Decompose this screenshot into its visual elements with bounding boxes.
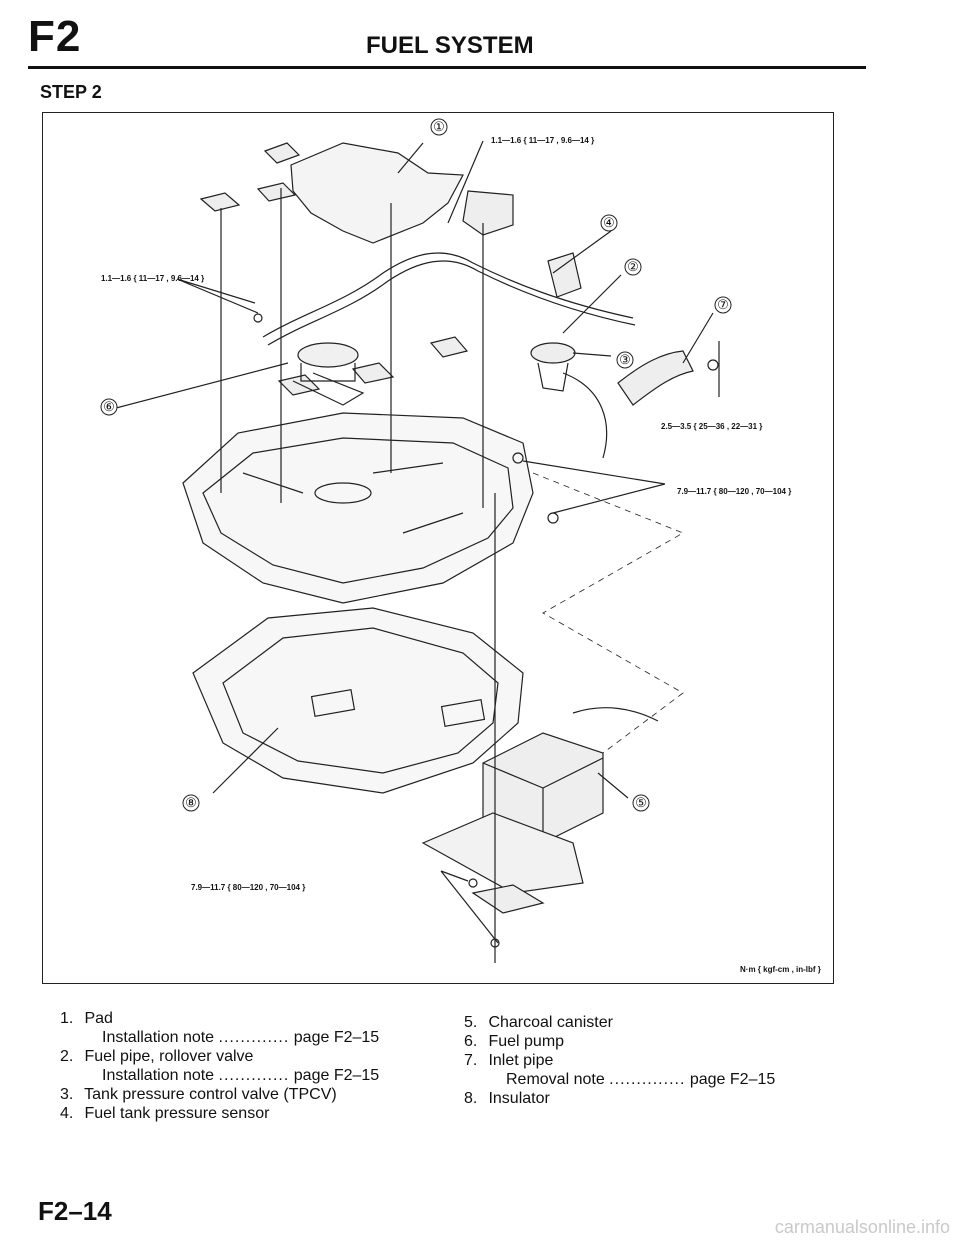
list-item: 2. Fuel pipe, rollover valve (60, 1048, 254, 1065)
torque-label-tank: 7.9—11.7 { 80—120 , 70—104 } (677, 487, 791, 496)
torque-label-bracket: 7.9—11.7 { 80—120 , 70—104 } (191, 883, 305, 892)
section-code: F2 (28, 12, 82, 61)
bolt-drawing (512, 452, 524, 464)
pressure-sensor-drawing (547, 252, 582, 298)
small-pad-drawing (199, 192, 241, 212)
callout-6 (100, 398, 118, 416)
tpcv-drawing (530, 342, 576, 364)
list-item: 4. Fuel tank pressure sensor (60, 1105, 270, 1122)
pad-drawing (290, 142, 464, 244)
torque-label-inlet: 2.5—3.5 { 25—36 , 22—31 } (661, 422, 762, 431)
bracket-drawing (471, 884, 545, 914)
header-rule (28, 66, 866, 69)
list-item: 1. Pad (60, 1010, 113, 1027)
callout-2-label: ② (627, 259, 639, 274)
small-pad-drawing (256, 182, 297, 202)
list-item: 8. Insulator (464, 1090, 550, 1107)
inlet-pipe-drawing (617, 350, 694, 406)
fuel-pipe-drawing (267, 260, 636, 346)
parts-list-left: 1. Pad Installation note ............. p… (60, 1009, 379, 1123)
callout-2 (624, 258, 642, 276)
callout-8 (182, 794, 200, 812)
small-pad-drawing (429, 336, 469, 358)
watermark: carmanualsonline.info (774, 1217, 950, 1237)
bolt-drawing (490, 938, 500, 948)
bolt-drawing (468, 878, 478, 888)
callout-3 (616, 351, 634, 369)
exploded-view-drawing: ① ② ③ ④ ⑤ ⑥ ⑦ ⑧ 1.1—1.6 { 11—17 , 9.6—14… (100, 118, 821, 974)
callout-7 (714, 296, 732, 314)
callout-6-label: ⑥ (103, 399, 115, 414)
small-pad-drawing (263, 142, 301, 164)
callout-1-label: ① (433, 119, 445, 134)
units-label: N·m { kgf-cm , in-lbf } (740, 965, 821, 974)
fuel-pipe-drawing (262, 252, 634, 338)
callout-5-label: ⑤ (635, 795, 647, 810)
small-pad-drawing (277, 374, 321, 396)
torque-label-top: 1.1—1.6 { 11—17 , 9.6—14 } (491, 136, 594, 145)
parts-list-right: 5. Charcoal canister 6. Fuel pump 7. Inl… (464, 1013, 775, 1108)
fuel-tank-drawing (182, 412, 534, 604)
callout-1 (430, 118, 448, 136)
exploded-view-figure: ① ② ③ ④ ⑤ ⑥ ⑦ ⑧ 1.1—1.6 { 11—17 , 9.6—14… (42, 112, 834, 984)
small-pad-drawing (462, 190, 514, 236)
bolt-drawing (707, 359, 719, 371)
callout-5 (632, 794, 650, 812)
small-pad-drawing (351, 362, 395, 384)
list-item-note: Removal note .............. page F2–15 (506, 1071, 776, 1088)
list-item: 6. Fuel pump (464, 1033, 565, 1050)
section-title: FUEL SYSTEM (366, 32, 534, 59)
callout-4-label: ④ (603, 215, 615, 230)
callout-7-label: ⑦ (717, 297, 729, 312)
callout-4 (600, 214, 618, 232)
bolt-drawing (547, 512, 559, 524)
callout-8-label: ⑧ (185, 795, 197, 810)
insulator-drawing (192, 607, 524, 794)
list-item: 5. Charcoal canister (464, 1014, 613, 1031)
list-item-note: Installation note ............. page F2–… (102, 1067, 380, 1084)
bolt-drawing (253, 313, 263, 323)
page-number: F2–14 (38, 1196, 112, 1226)
torque-label-left: 1.1—1.6 { 11—17 , 9.6—14 } (101, 274, 204, 283)
list-item: 7. Inlet pipe (464, 1052, 554, 1069)
list-item: 3. Tank pressure control valve (TPCV) (60, 1086, 337, 1103)
list-item-note: Installation note ............. page F2–… (102, 1029, 380, 1046)
step-title: STEP 2 (40, 82, 102, 102)
callout-3-label: ③ (619, 352, 631, 367)
fuel-pump-drawing (297, 342, 359, 368)
